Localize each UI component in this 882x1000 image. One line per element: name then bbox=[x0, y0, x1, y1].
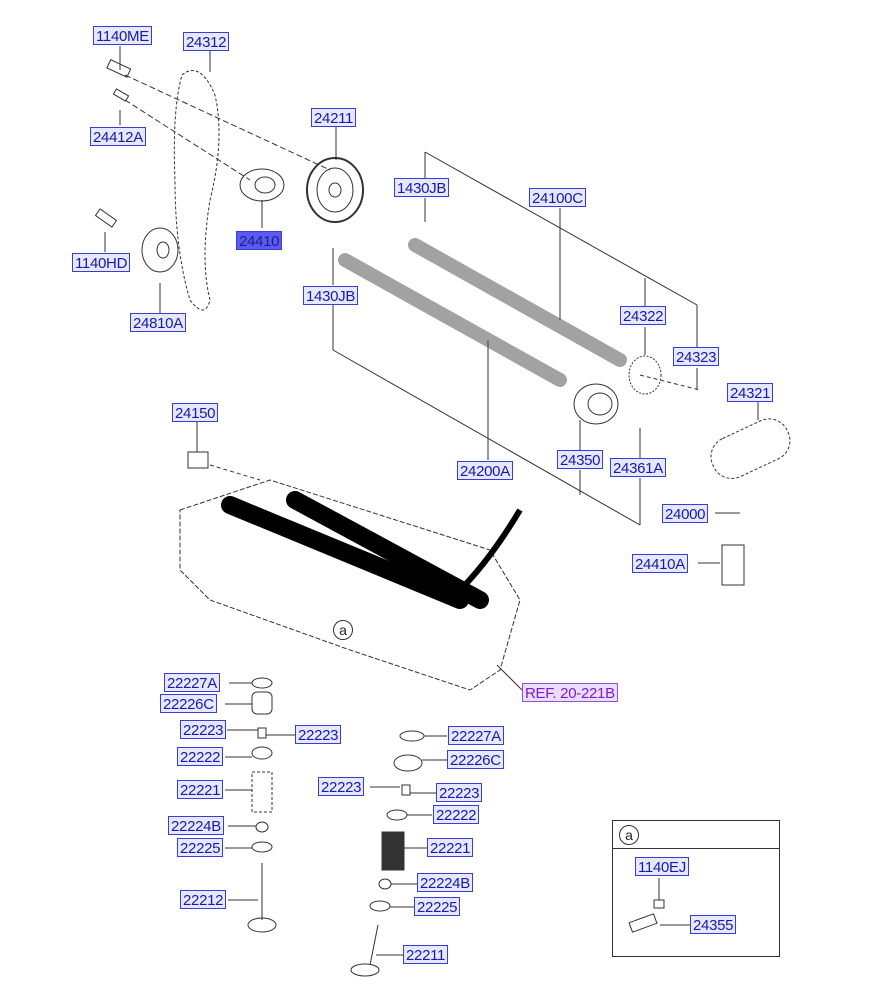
part-label-24355[interactable]: 24355 bbox=[690, 915, 737, 934]
part-label-24321[interactable]: 24321 bbox=[727, 383, 774, 402]
detail-a-marker[interactable]: a bbox=[333, 620, 353, 640]
oil-valve-24150 bbox=[187, 451, 209, 469]
part-label-22222-left[interactable]: 22222 bbox=[177, 747, 224, 766]
timing-belt-24312 bbox=[173, 70, 220, 311]
camshaft-sprocket-24211 bbox=[306, 157, 364, 223]
part-label-24150[interactable]: 24150 bbox=[172, 403, 219, 422]
part-label-24312[interactable]: 24312 bbox=[183, 32, 230, 51]
exhaust-camshaft-24100C bbox=[408, 238, 627, 367]
bolt-1140HD bbox=[94, 208, 118, 228]
cam-gear-24322 bbox=[628, 355, 662, 395]
part-label-22221-right[interactable]: 22221 bbox=[427, 838, 474, 857]
detail-view-a: a bbox=[612, 820, 780, 957]
stud-24412A bbox=[112, 88, 130, 102]
part-label-22226C-right[interactable]: 22226C bbox=[447, 750, 504, 769]
part-label-22222-right[interactable]: 22222 bbox=[433, 805, 480, 824]
part-label-22226C-left[interactable]: 22226C bbox=[160, 694, 217, 713]
part-label-22227A-left[interactable]: 22227A bbox=[164, 673, 220, 692]
part-label-22225-left[interactable]: 22225 bbox=[177, 838, 224, 857]
part-label-24361A[interactable]: 24361A bbox=[610, 458, 666, 477]
intake-camshaft-24200A bbox=[338, 253, 567, 387]
leader-line bbox=[496, 664, 523, 691]
part-label-24410A[interactable]: 24410A bbox=[632, 554, 688, 573]
part-label-22225-right[interactable]: 22225 bbox=[414, 897, 461, 916]
part-label-22223-left-1[interactable]: 22223 bbox=[180, 720, 227, 739]
part-label-24322[interactable]: 24322 bbox=[620, 306, 667, 325]
tensioner-24410 bbox=[239, 168, 285, 202]
part-label-1430JB-top[interactable]: 1430JB bbox=[394, 178, 450, 197]
bolt-1140ME bbox=[106, 59, 132, 78]
part-label-22212[interactable]: 22212 bbox=[180, 890, 227, 909]
cylinder-head bbox=[179, 479, 521, 691]
detail-view-header: a bbox=[613, 821, 779, 849]
timing-chain-24321 bbox=[710, 418, 791, 479]
part-label-24810A[interactable]: 24810A bbox=[130, 313, 186, 332]
vvt-unit-24350 bbox=[573, 383, 619, 425]
part-label-22223-right-2[interactable]: 22223 bbox=[436, 783, 483, 802]
part-label-22227A-right[interactable]: 22227A bbox=[448, 726, 504, 745]
part-label-24200A[interactable]: 24200A bbox=[457, 461, 513, 480]
idler-pulley-24810A bbox=[141, 227, 179, 273]
part-label-1140EJ[interactable]: 1140EJ bbox=[635, 857, 689, 876]
part-label-24412A[interactable]: 24412A bbox=[90, 127, 146, 146]
part-label-22224B-left[interactable]: 22224B bbox=[168, 816, 224, 835]
part-label-1140ME[interactable]: 1140ME bbox=[93, 26, 152, 45]
part-label-22223-left-2[interactable]: 22223 bbox=[295, 725, 342, 744]
part-label-24410-selected[interactable]: 24410 bbox=[236, 231, 283, 250]
leader-line bbox=[424, 151, 698, 306]
part-label-1140HD[interactable]: 1140HD bbox=[72, 253, 131, 272]
part-label-22221-left[interactable]: 22221 bbox=[177, 780, 224, 799]
part-label-24350[interactable]: 24350 bbox=[557, 450, 604, 469]
part-label-24000[interactable]: 24000 bbox=[662, 504, 709, 523]
detail-view-marker: a bbox=[619, 825, 639, 845]
chain-tensioner-24410A bbox=[721, 544, 745, 586]
part-label-24323[interactable]: 24323 bbox=[673, 347, 720, 366]
part-label-1430JB-left[interactable]: 1430JB bbox=[303, 286, 359, 305]
reference-link-20-221B[interactable]: REF. 20-221B bbox=[522, 683, 618, 702]
part-label-22211[interactable]: 22211 bbox=[403, 945, 449, 964]
leader-line bbox=[332, 349, 641, 526]
part-label-22224B-right[interactable]: 22224B bbox=[417, 873, 473, 892]
part-label-24211[interactable]: 24211 bbox=[311, 108, 357, 127]
part-label-22223-right-1[interactable]: 22223 bbox=[318, 777, 365, 796]
part-label-24100C[interactable]: 24100C bbox=[529, 188, 586, 207]
